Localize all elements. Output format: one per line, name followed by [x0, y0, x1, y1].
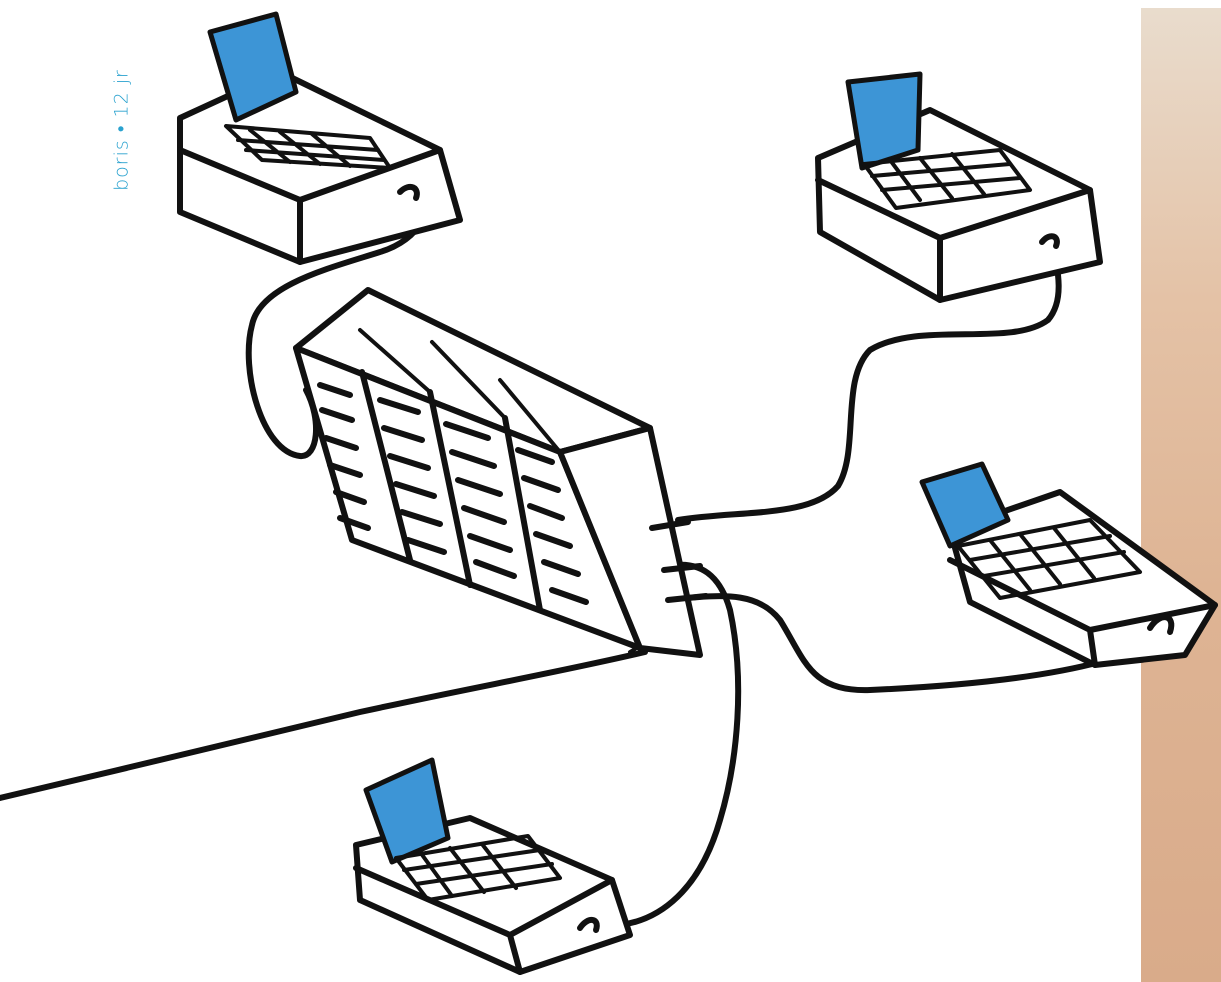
fax-right [922, 464, 1215, 665]
cable-to-left-edge [0, 652, 645, 798]
server-rack [296, 290, 706, 655]
fax-top-right [818, 74, 1100, 300]
fax-bottom [356, 760, 630, 972]
fax-top-right-screen [848, 74, 920, 168]
fax-top-left [180, 14, 460, 262]
